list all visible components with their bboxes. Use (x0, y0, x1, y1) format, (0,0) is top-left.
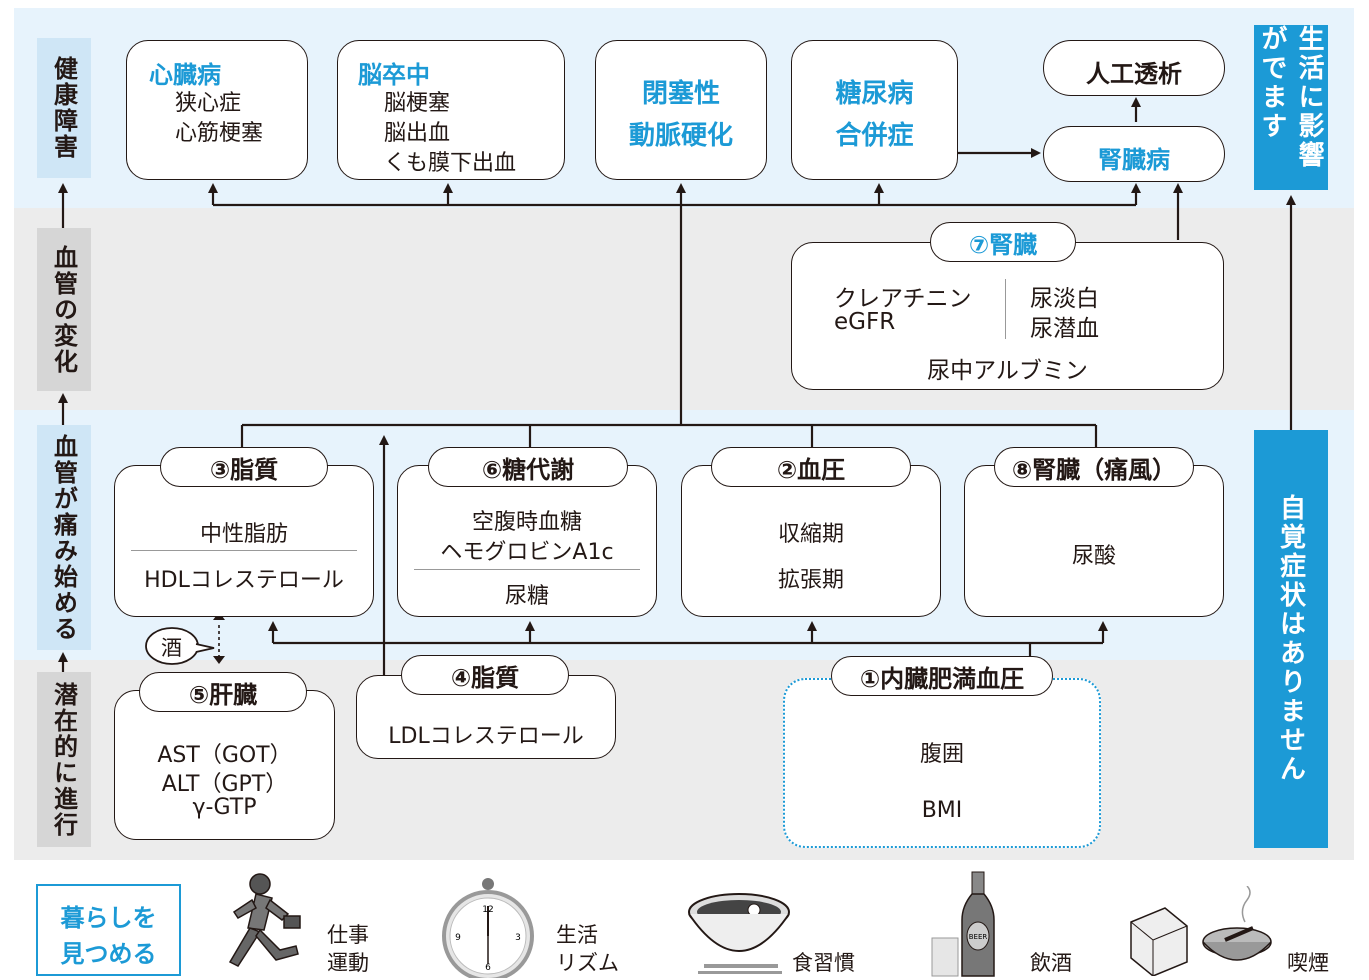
cigarette-ashtray-icon (1130, 886, 1272, 976)
lifestyle-label-box: 暮らしを 見つめる (36, 884, 181, 976)
clock-number-12: 12 (482, 905, 493, 915)
diet-label: 食習慣 (792, 951, 855, 975)
ramen-bowl-icon (688, 893, 790, 974)
sugar6-title: ⑥糖代謝 (428, 447, 628, 487)
dialysis-box: 人工透析 (1043, 40, 1225, 96)
lipid4-title: ④脂質 (401, 655, 569, 695)
liver5-item2: ALT（GPT） (161, 772, 288, 797)
heart-disease-title: 心臓病 (149, 61, 221, 89)
visceral1-box: 腹囲 BMI (783, 678, 1101, 848)
stroke-box: 脳卒中 脳梗塞 脳出血 くも膜下出血 (337, 40, 565, 180)
sugar6-divider (414, 569, 640, 570)
clock-number-9: 9 (455, 933, 461, 943)
arteriosclerosis-box: 閉塞性 動脈硬化 (595, 40, 767, 180)
diabetes-complication-box: 糖尿病 合併症 (791, 40, 958, 180)
clock-number-6: 6 (485, 963, 491, 973)
kidney7-title: ⑦腎臓 (930, 222, 1076, 262)
lipid3-box: 中性脂肪 HDLコレステロール (114, 465, 374, 617)
kidney7-right2: 尿潜血 (1030, 316, 1099, 342)
stage-vessel-damage: 血管が痛み始める (37, 425, 91, 650)
gout8-box: 尿酸 (964, 465, 1224, 617)
liver5-item3: γ-GTP (192, 795, 257, 820)
lipid4-item1: LDLコレステロール (388, 724, 584, 749)
arterio-line2: 動脈硬化 (628, 121, 733, 151)
bp2-item1: 収縮期 (777, 522, 844, 547)
gout8-item1: 尿酸 (1071, 544, 1116, 569)
work-line2: 運動 (327, 951, 369, 975)
work-line1: 仕事 (327, 923, 369, 947)
alarm-clock-icon: 12 3 6 9 (442, 878, 534, 978)
beer-label-text: BEER (969, 933, 988, 941)
visceral1-item1: 腹囲 (919, 742, 964, 767)
rhythm-line2: リズム (556, 951, 619, 975)
kidney7-divider (1005, 279, 1006, 339)
bp2-title: ②血圧 (711, 447, 911, 487)
kidney-disease-box: 腎臓病 (1043, 126, 1225, 182)
kidney7-box: クレアチニン eGFR 尿淡白 尿潜血 尿中アルブミン (791, 242, 1224, 390)
gout8-title: ⑧腎臓（痛風） (994, 447, 1194, 487)
stroke-item-2: 脳出血 (384, 121, 451, 146)
kidney-disease-label: 腎臓病 (1098, 146, 1170, 174)
stroke-item-3: くも膜下出血 (384, 151, 517, 176)
visceral1-item2: BMI (921, 798, 963, 823)
no-symptoms-bar: 自覚症状はありません (1254, 430, 1328, 848)
liver5-item1: AST（GOT） (157, 743, 292, 768)
alcohol-bubble (145, 627, 215, 665)
sugar6-item2: ヘモグロビンA1c (440, 540, 614, 565)
affects-life-bar: 生活に影響がでます (1254, 25, 1328, 190)
alcohol-bubble-label: 酒 (161, 636, 182, 660)
clock-number-3: 3 (515, 933, 521, 943)
heart-disease-box: 心臓病 狭心症 心筋梗塞 (126, 40, 308, 180)
bp2-box: 収縮期 拡張期 (681, 465, 941, 617)
liver5-title: ⑤肝臓 (139, 672, 307, 712)
lipid3-item2: HDLコレステロール (144, 568, 344, 593)
lipid4-box: LDLコレステロール (356, 675, 616, 759)
arterio-line1: 閉塞性 (641, 79, 720, 109)
lifestyle-label-line1: 暮らしを (60, 904, 157, 932)
sugar6-item3: 尿糖 (504, 584, 549, 609)
stage-latent: 潜在的に進行 (37, 672, 91, 847)
sugar6-box: 空腹時血糖 ヘモグロビンA1c 尿糖 (397, 465, 657, 617)
dialysis-label: 人工透析 (1086, 60, 1182, 88)
visceral1-title: ①内臓肥満血圧 (831, 656, 1053, 696)
beer-bottle-icon: BEER (931, 871, 995, 977)
lipid3-title: ③脂質 (160, 447, 328, 487)
diabetes-line1: 糖尿病 (835, 79, 914, 109)
stage-vessel-change: 血管の変化 (37, 228, 91, 391)
smoking-label: 喫煙 (1287, 951, 1329, 975)
heart-item-2: 心筋梗塞 (175, 121, 264, 146)
bp2-item2: 拡張期 (777, 568, 844, 593)
lipid3-item1: 中性脂肪 (199, 522, 288, 547)
heart-item-1: 狭心症 (175, 91, 242, 116)
stage-health: 健康障害 (37, 38, 91, 178)
kidney7-bottom: 尿中アルブミン (927, 358, 1088, 384)
drinking-label: 飲酒 (1030, 951, 1072, 975)
stroke-item-1: 脳梗塞 (384, 91, 451, 116)
sugar6-item1: 空腹時血糖 (471, 510, 582, 535)
rhythm-line1: 生活 (556, 923, 598, 947)
lifestyle-label-line2: 見つめる (60, 940, 157, 968)
diabetes-line2: 合併症 (835, 121, 914, 151)
running-person-icon (228, 873, 301, 967)
stroke-title: 脳卒中 (358, 61, 430, 89)
liver5-box: AST（GOT） ALT（GPT） γ-GTP (114, 690, 335, 840)
lipid3-divider (131, 550, 357, 551)
kidney7-left2: eGFR (834, 309, 896, 335)
kidney7-left1: クレアチニン (834, 286, 972, 312)
kidney7-right1: 尿淡白 (1030, 286, 1099, 312)
